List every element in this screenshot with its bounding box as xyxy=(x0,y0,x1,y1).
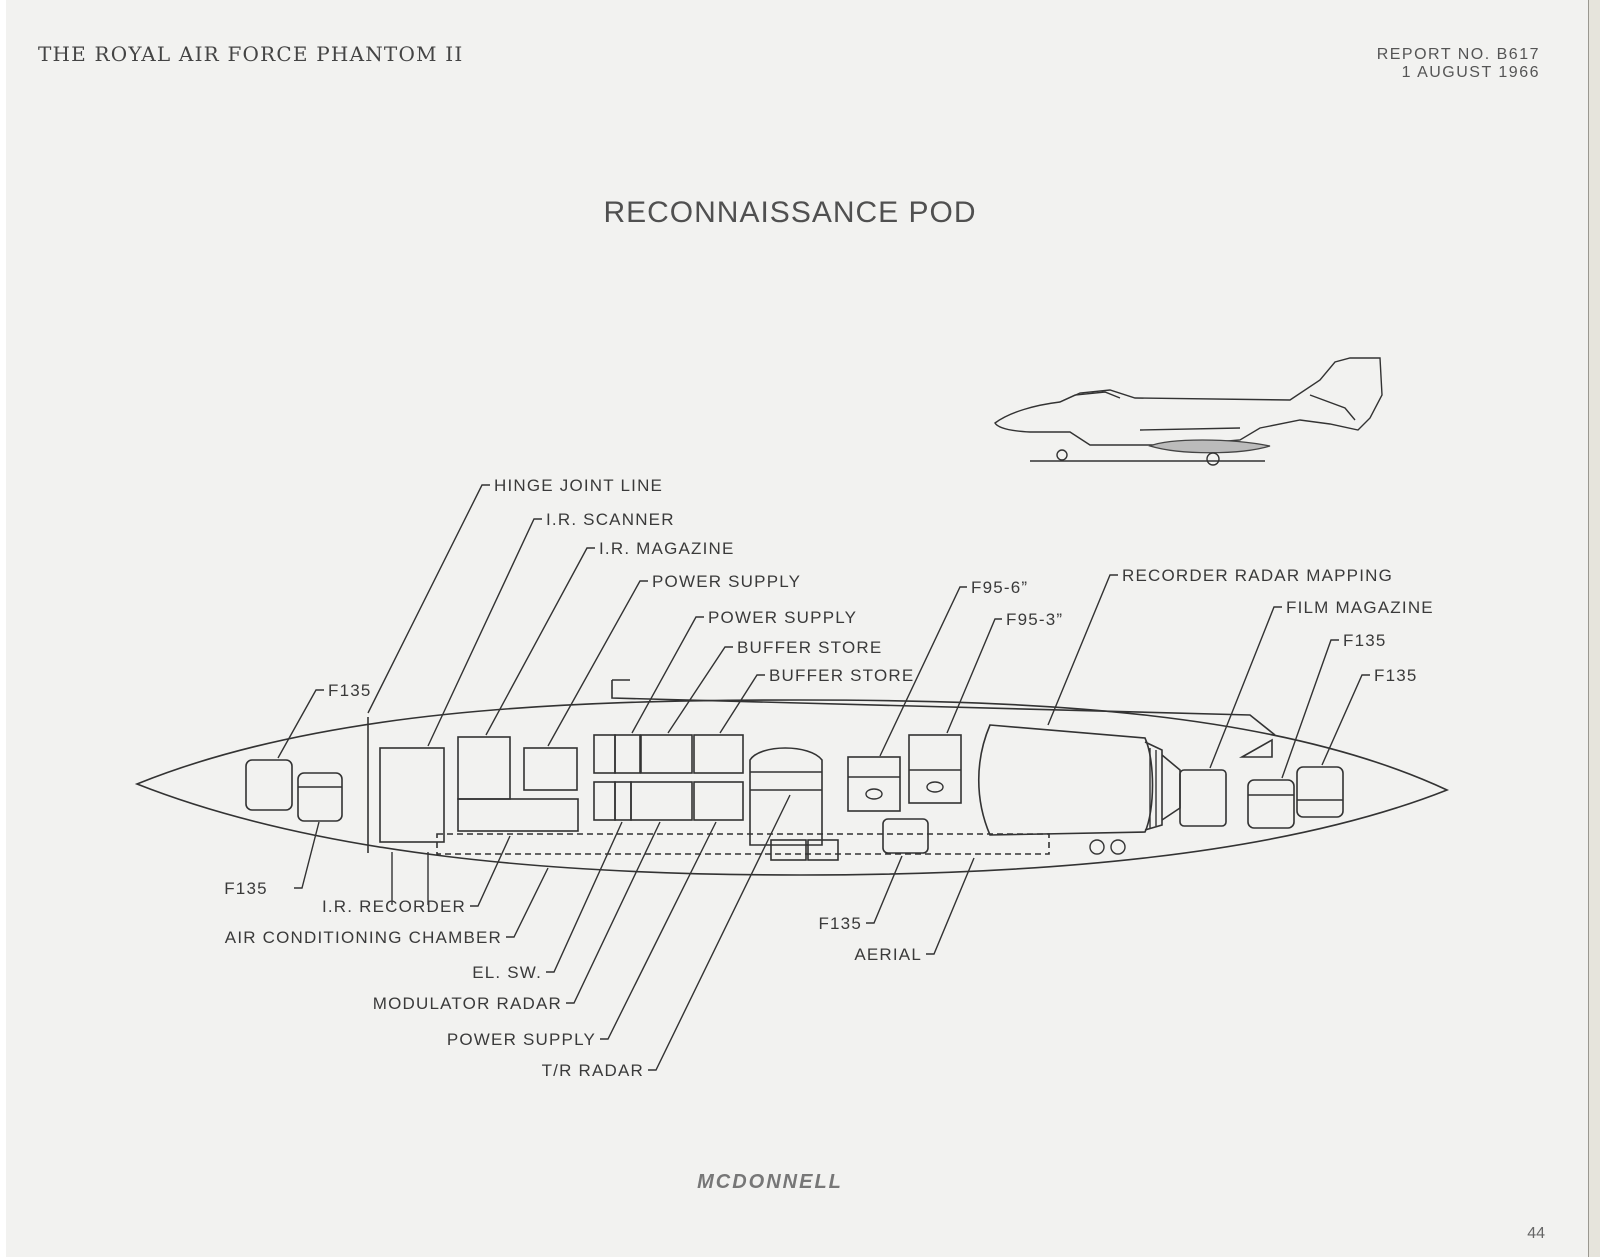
f95-3-camera xyxy=(908,734,962,804)
mcdonnell-logo: MCDONNELL xyxy=(697,1171,843,1193)
label-air-conditioning-chamber: AIR CONDITIONING CHAMBER xyxy=(225,928,502,947)
label-modulator-radar: MODULATOR RADAR xyxy=(373,994,562,1013)
label-ir-scanner: I.R. SCANNER xyxy=(546,510,675,529)
air-conditioning-box xyxy=(457,798,579,832)
report-number: REPORT NO. B617 xyxy=(1376,46,1540,63)
label-buffer-store-1: BUFFER STORE xyxy=(737,638,882,657)
page-binding-edge xyxy=(1588,0,1600,1257)
ir-scanner-box xyxy=(379,747,445,843)
pod-equipment xyxy=(245,724,1344,861)
pod-outline xyxy=(134,679,1450,876)
f135-front-upper-camera xyxy=(245,759,293,811)
power-supply-small-box xyxy=(614,734,641,774)
f95-6-camera xyxy=(847,756,901,812)
aircraft-silhouette xyxy=(994,357,1383,466)
label-buffer-store-2: BUFFER STORE xyxy=(769,666,914,685)
scan-left-edge xyxy=(0,0,6,1257)
document-header-title: THE ROYAL AIR FORCE PHANTOM II xyxy=(38,42,464,66)
diagram-labels: HINGE JOINT LINE I.R. SCANNER I.R. MAGAZ… xyxy=(224,476,1434,1080)
f135-front-lower-camera xyxy=(297,772,343,822)
label-power-supply-2: POWER SUPPLY xyxy=(708,608,857,627)
label-film-magazine: FILM MAGAZINE xyxy=(1286,598,1434,617)
aerial-strip xyxy=(436,833,1050,855)
modulator-radar-box xyxy=(630,781,693,821)
leader-lines xyxy=(277,484,1370,1071)
ir-magazine-box xyxy=(457,736,511,800)
f135-rear-lower-camera xyxy=(1296,766,1344,818)
pod-top-rail xyxy=(611,680,1276,736)
report-info: REPORT NO. B617 1 AUGUST 1966 xyxy=(1300,46,1540,82)
f135-rear-upper-camera xyxy=(1247,779,1295,829)
label-f95-6: F95-6” xyxy=(971,578,1028,597)
recorder-radar-mapping-unit xyxy=(978,724,1154,836)
page-title: RECONNAISSANCE POD xyxy=(603,196,977,229)
label-el-sw: EL. SW. xyxy=(472,963,542,982)
label-aerial: AERIAL xyxy=(854,945,922,964)
power-supply-box xyxy=(523,747,578,791)
tr-radar-box xyxy=(693,781,744,821)
f135-bottom-camera xyxy=(882,818,929,854)
label-recorder-radar-mapping: RECORDER RADAR MAPPING xyxy=(1122,566,1393,585)
buffer-store-box xyxy=(640,734,693,774)
modulator-small-box xyxy=(614,781,632,821)
label-tr-radar: T/R RADAR xyxy=(542,1061,644,1080)
film-magazine-box xyxy=(1179,769,1227,827)
label-power-supply-1: POWER SUPPLY xyxy=(652,572,801,591)
label-f135-front-lower: F135 xyxy=(224,879,268,898)
label-f135-front-upper: F135 xyxy=(328,681,372,700)
aerial-feed-box xyxy=(770,839,807,861)
label-ir-magazine: I.R. MAGAZINE xyxy=(599,539,735,558)
label-hinge-joint-line: HINGE JOINT LINE xyxy=(494,476,663,495)
el-sw-box xyxy=(593,781,616,821)
el-sw-upper-box xyxy=(593,734,616,774)
label-f135-rear-lower: F135 xyxy=(1374,666,1418,685)
report-date: 1 AUGUST 1966 xyxy=(1401,64,1540,81)
buffer-store-box-2 xyxy=(693,734,744,774)
tr-radar-dome xyxy=(749,747,823,846)
label-f135-rear-upper: F135 xyxy=(1343,631,1387,650)
label-f95-3: F95-3” xyxy=(1006,610,1063,629)
rear-fin-block xyxy=(1238,738,1273,758)
label-ir-recorder: I.R. RECORDER xyxy=(322,897,466,916)
page-number: 44 xyxy=(1527,1225,1545,1242)
label-power-supply-3: POWER SUPPLY xyxy=(447,1030,596,1049)
label-f135-bottom: F135 xyxy=(818,914,862,933)
